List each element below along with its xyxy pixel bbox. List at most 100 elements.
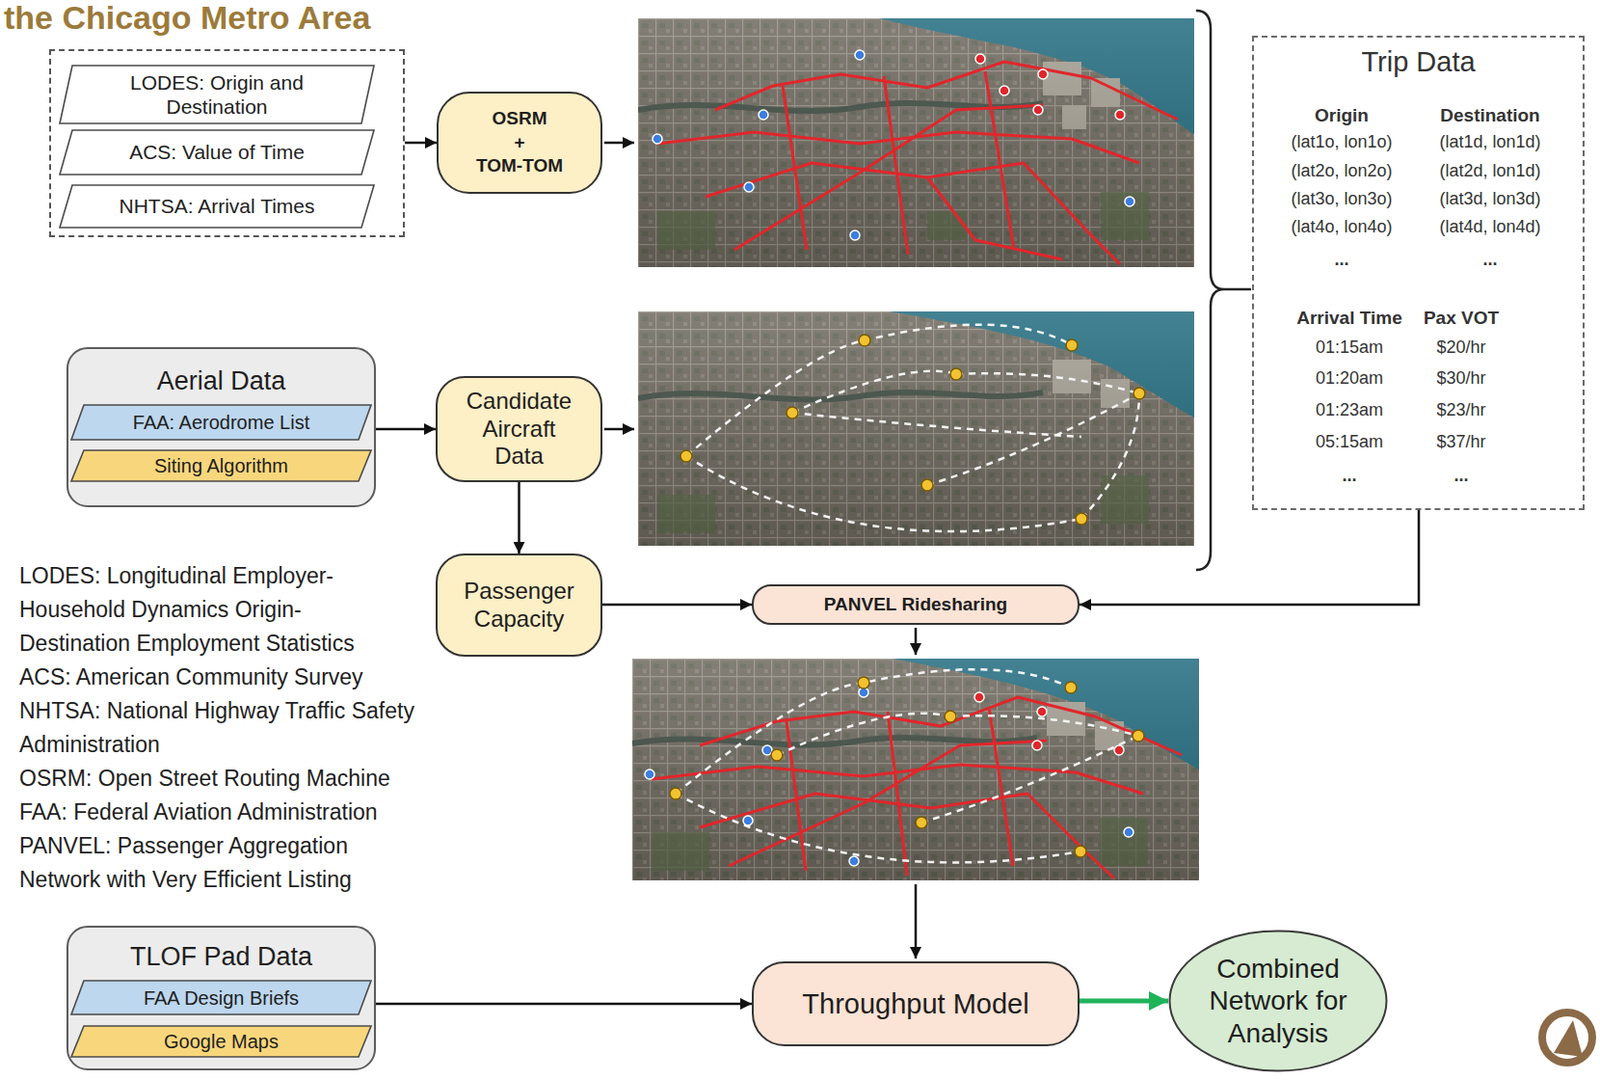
data-source-parallelogram: LODES: Origin and Destination (58, 64, 375, 125)
air-routes (686, 324, 1140, 532)
group-heading: Aerial Data (68, 365, 374, 397)
map-haze (638, 18, 1195, 267)
node-text: Candidate Aircraft Data (456, 387, 583, 471)
group-heading: TLOF Pad Data (68, 940, 374, 972)
table-cell: (lat1d, lon1d) (1439, 132, 1541, 154)
table-cell: ... (1482, 249, 1497, 271)
table-cell: (lat2o, lon2o) (1290, 160, 1392, 183)
method-parallelogram: Siting Algorithm (70, 449, 373, 482)
label-slot: (lat3o, lon3o) (1290, 188, 1392, 211)
data-source-parallelogram: ACS: Value of Time (58, 129, 375, 176)
table-cell: $23/hr (1436, 400, 1486, 422)
label-slot: NHTSA: National Highway Traffic Safety A… (19, 693, 444, 762)
parallelogram-shape (59, 130, 374, 175)
table-cell: Pax VOT (1423, 307, 1499, 330)
air-routes (675, 668, 1139, 862)
node-text: Combined Network for Analysis (1200, 952, 1356, 1050)
label-slot: 01:23am (1315, 400, 1384, 422)
abbreviation-note: LODES: Longitudinal Employer- Household … (19, 559, 405, 661)
flow-arrow (604, 427, 635, 431)
table-cell: 01:20am (1315, 368, 1384, 390)
table-cell: (lat3d, lon3d) (1439, 188, 1541, 211)
label-slot: ACS: American Community Survey (19, 660, 444, 694)
label-slot: OSRM: Open Street Routing Machine (19, 761, 444, 796)
model-box: Throughput Model (751, 960, 1080, 1046)
label-slot: Origin (1314, 105, 1369, 128)
destination-dots (975, 53, 1125, 120)
origin-dots (644, 687, 1134, 866)
label-slot: (lat4d, lon4d) (1439, 216, 1541, 239)
destination-dots (974, 692, 1124, 755)
process-box: Passenger Capacity (435, 553, 603, 657)
table-cell: 01:15am (1315, 337, 1384, 359)
label-slot: (lat1o, lon1o) (1290, 132, 1392, 154)
table-cell: (lat2d, lon1d) (1439, 160, 1541, 183)
group-box: TLOF Pad DataFAA Design BriefsGoogle Map… (66, 925, 376, 1070)
table-cell: $20/hr (1436, 337, 1486, 359)
flow-arrow (517, 481, 521, 554)
node-text: Passenger Capacity (452, 577, 587, 634)
table-cell: ... (1333, 249, 1349, 271)
input-group: LODES: Origin and DestinationACS: Value … (49, 49, 405, 238)
table-cell: ... (1453, 465, 1468, 487)
label-slot: 05:15am (1315, 431, 1384, 454)
flow-arrow (1079, 509, 1419, 605)
parallelogram-shape (71, 980, 372, 1014)
data-source-parallelogram: NHTSA: Arrival Times (58, 184, 375, 229)
parallelogram-shape (59, 185, 374, 228)
node-text: NHTSA: Arrival Times (118, 193, 315, 218)
table-cell: (lat4d, lon4d) (1439, 216, 1541, 239)
flow-arrow (914, 627, 918, 655)
table-cell: (lat1o, lon1o) (1290, 132, 1392, 154)
label-slot: Pax VOT (1423, 307, 1499, 330)
label-slot: ... (1333, 249, 1349, 271)
label-slot: PANVEL: Passenger Aggregation Network wi… (19, 828, 425, 897)
label-slot: ... (1482, 249, 1497, 271)
node-text: ACS: Value of Time (129, 139, 305, 164)
label-slot: ... (1341, 465, 1357, 487)
node-text: Google Maps (163, 1029, 279, 1053)
data-source-parallelogram: Google Maps (70, 1024, 373, 1058)
logo-mark (1553, 1019, 1583, 1057)
page-title: the Chicago Metro Area (3, 0, 371, 36)
node-text: FAA Design Briefs (143, 986, 299, 1010)
label-slot: (lat1d, lon1d) (1439, 132, 1541, 154)
abbreviation-note: PANVEL: Passenger Aggregation Network wi… (19, 828, 425, 897)
table-cell: Origin (1314, 105, 1369, 128)
node-text: Throughput Model (801, 986, 1029, 1021)
ellipse-shape (1170, 931, 1387, 1071)
abbreviation-note: OSRM: Open Street Routing Machine (19, 761, 444, 796)
combined-map (632, 658, 1200, 880)
node-text: Siting Algorithm (154, 453, 289, 478)
label-slot: FAA: Federal Aviation Administration (19, 795, 444, 829)
table-cell: Arrival Time (1296, 307, 1402, 330)
label-slot: ... (1453, 465, 1468, 487)
table-cell: Destination (1440, 105, 1540, 128)
label-slot: $30/hr (1436, 368, 1486, 390)
vertiport-pins (669, 676, 1145, 857)
process-box: OSRM + TOM-TOM (436, 91, 603, 194)
label-slot: $20/hr (1436, 337, 1486, 359)
data-source-parallelogram: FAA Design Briefs (70, 979, 373, 1015)
data-source-parallelogram: FAA: Aerodrome List (70, 403, 373, 441)
map-ground (638, 311, 1195, 546)
abbreviation-note: FAA: Federal Aviation Administration (19, 795, 444, 829)
table-cell: $30/hr (1436, 368, 1486, 390)
table-cell: 05:15am (1315, 431, 1384, 454)
label-slot: Destination (1440, 105, 1540, 128)
parallelogram-shape (59, 65, 374, 124)
table-cell: ... (1341, 465, 1357, 487)
car-routes (651, 696, 1182, 879)
map-ground (632, 658, 1200, 880)
label-slot: (lat2d, lon1d) (1439, 160, 1541, 183)
label-slot: Arrival Time (1296, 307, 1402, 330)
abbreviation-note: NHTSA: National Highway Traffic Safety A… (19, 693, 444, 762)
model-box: PANVEL Ridesharing (751, 584, 1080, 625)
bracket-link (1224, 288, 1252, 292)
air-map (638, 311, 1195, 546)
table-cell: $37/hr (1436, 431, 1486, 454)
output-arrow (1079, 998, 1169, 1004)
flow-arrow (404, 141, 437, 145)
flow-arrow (375, 1002, 752, 1006)
label-slot: $37/hr (1436, 431, 1486, 454)
